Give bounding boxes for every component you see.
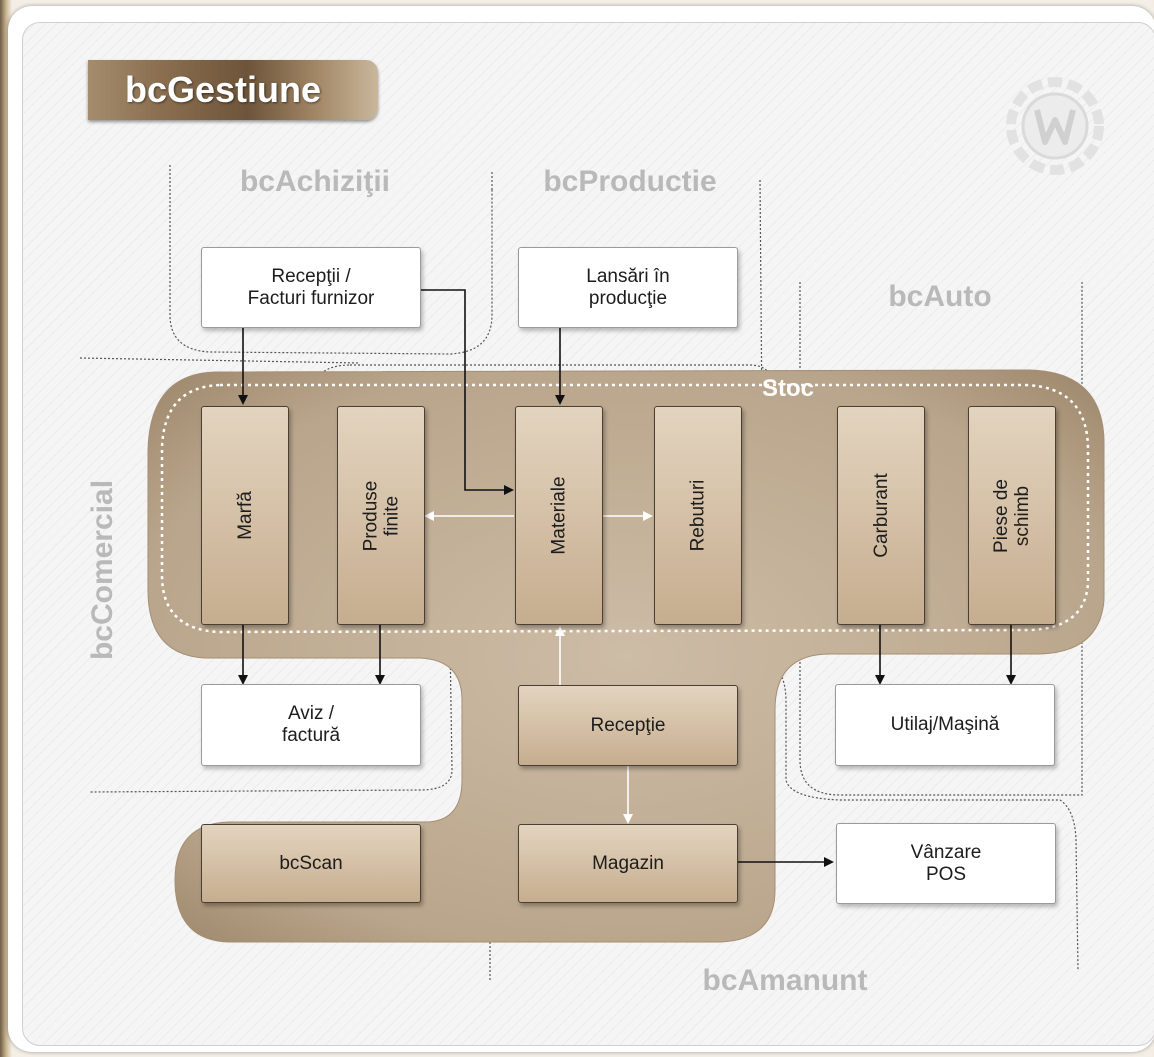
node-label: Materiale <box>548 476 570 555</box>
node-aviz-factura[interactable]: Aviz / factură <box>201 684 421 766</box>
stock-outline <box>160 383 1090 634</box>
node-label: Produse finite <box>360 480 402 551</box>
node-label: Marfă <box>234 491 256 540</box>
node-label: Recepţii / Facturi furnizor <box>247 265 375 309</box>
node-rebuturi[interactable]: Rebuturi <box>654 406 742 625</box>
node-label: Vânzare POS <box>910 841 982 885</box>
node-magazin[interactable]: Magazin <box>518 824 738 903</box>
region-label-achizitii: bcAchiziţii <box>239 165 390 198</box>
node-receptie[interactable]: Recepţie <box>518 685 738 766</box>
region-label-productie: bcProductie <box>543 165 717 198</box>
region-label-amanunt: bcAmanunt <box>702 964 868 997</box>
arrow-receptii-materiale <box>420 289 514 495</box>
node-label: Piese de schimb <box>991 478 1033 553</box>
auto-boundary <box>799 282 1083 796</box>
node-label: Rebuturi <box>687 479 709 552</box>
page-title: bcGestiune <box>125 69 322 110</box>
node-label: Recepţie <box>590 714 666 736</box>
flow-arrows <box>238 289 1016 867</box>
node-label: Utilaj/Maşină <box>890 714 1000 735</box>
region-label-auto: bcAuto <box>888 280 992 313</box>
node-label: Aviz / factură <box>281 703 341 746</box>
node-label: Magazin <box>592 852 664 874</box>
title-badge <box>88 60 378 120</box>
node-receptii-facturi[interactable]: Recepţii / Facturi furnizor <box>201 247 421 328</box>
node-label: bcScan <box>279 852 343 874</box>
node-label: Lansări în producţie <box>586 265 670 309</box>
comercial-boundary <box>79 357 453 793</box>
stock-label: Stoc <box>761 375 814 402</box>
region-label-comercial: bcComercial <box>86 479 119 661</box>
achizitii-boundary <box>169 165 493 355</box>
node-utilaj-masina[interactable]: Utilaj/Maşină <box>835 684 1055 766</box>
node-produse-finite[interactable]: Produse finite <box>337 406 425 625</box>
node-label: Carburant <box>870 473 892 558</box>
node-carburant[interactable]: Carburant <box>837 406 925 625</box>
node-materiale[interactable]: Materiale <box>515 406 603 625</box>
node-vanzare-pos[interactable]: Vânzare POS <box>836 823 1056 904</box>
node-marfa[interactable]: Marfă <box>201 406 289 625</box>
node-bcscan[interactable]: bcScan <box>201 824 421 903</box>
node-lansari-productie[interactable]: Lansări în producţie <box>518 247 738 328</box>
w-gear-logo-icon <box>1006 77 1104 175</box>
node-piese-schimb[interactable]: Piese de schimb <box>968 406 1056 625</box>
